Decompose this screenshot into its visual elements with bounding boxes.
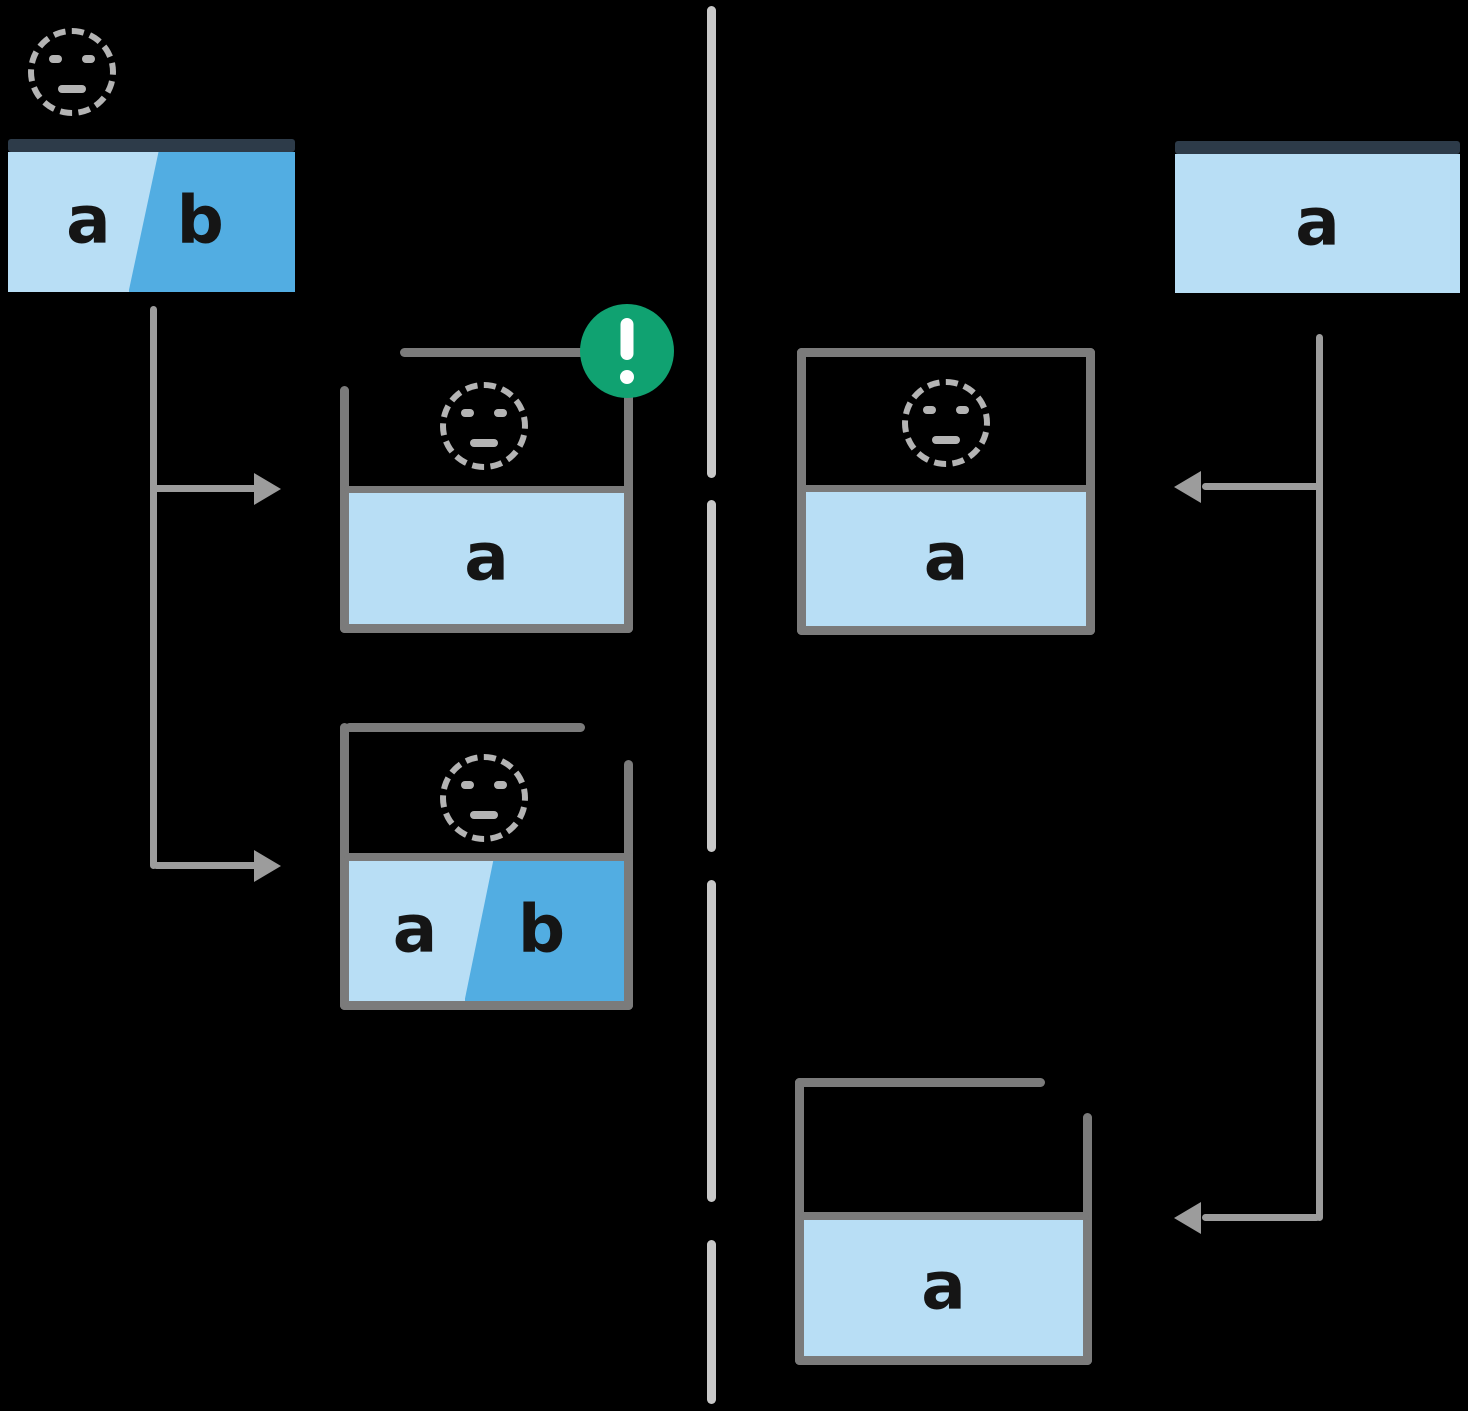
exclamation-icon: [620, 370, 634, 384]
segment-label-a: a: [392, 890, 438, 968]
box-edge-left: [795, 1078, 804, 1365]
center-divider-line: [707, 880, 716, 1202]
icon-mouth: [470, 439, 498, 448]
arrow-to-left-child-2: [153, 862, 258, 869]
box-edge-bottom: [340, 1001, 633, 1010]
arrowhead-right-icon: [254, 473, 281, 505]
alert-badge: [580, 304, 674, 398]
box-edge-top: [795, 1078, 1045, 1087]
icon-eye: [461, 408, 475, 417]
segment-label-b: b: [176, 181, 224, 259]
icon-mouth: [470, 811, 498, 820]
memory-label-a: a: [464, 518, 509, 596]
memory-label-a: a: [923, 518, 969, 596]
bar-fill: a b: [8, 152, 295, 292]
memory-segment-b: [128, 152, 295, 292]
icon-eye: [49, 54, 63, 63]
icon-mouth: [932, 436, 960, 445]
box-edge-right: [1083, 1113, 1092, 1365]
icon-eye: [493, 408, 507, 417]
arrow-to-left-child-1: [153, 485, 258, 492]
memory-surface-line: [799, 1212, 1089, 1220]
memory-fill: a b: [349, 861, 624, 1001]
icon-eye: [955, 405, 969, 414]
icon-eye: [493, 780, 507, 789]
bar-fill: a: [1175, 154, 1460, 293]
bar-top-border: [1175, 141, 1460, 154]
memory-surface-line: [344, 486, 629, 493]
exclamation-icon: [620, 318, 634, 360]
segment-label-a: a: [1295, 183, 1340, 261]
parent-memory-bar-right: a: [1175, 141, 1460, 293]
center-divider-line: [707, 1240, 716, 1404]
box-edge-right: [1086, 348, 1095, 635]
bar-top-border: [8, 139, 295, 152]
box-edge-right: [624, 760, 633, 1010]
memory-fill: a: [804, 1220, 1083, 1356]
segment-label-b: b: [517, 890, 566, 968]
arrowhead-left-icon: [1174, 471, 1201, 503]
icon-eye: [923, 405, 937, 414]
memory-label-a: a: [921, 1247, 966, 1325]
box-edge-top: [345, 723, 585, 732]
box-edge-right: [624, 352, 633, 633]
center-divider-line: [707, 500, 716, 852]
segment-label-a: a: [66, 181, 111, 259]
child-memory-box-right-2: a: [795, 1078, 1092, 1365]
child-memory-box-right-1: a: [797, 348, 1095, 635]
box-edge-top: [797, 348, 1095, 357]
box-edge-top: [400, 348, 590, 357]
connector-line-right: [1316, 334, 1323, 1221]
arrowhead-right-icon: [254, 850, 281, 882]
icon-mouth: [58, 85, 86, 94]
dashed-process-icon: [902, 379, 990, 467]
arrow-to-right-child-2: [1202, 1214, 1320, 1221]
child-memory-box-left-2: a b: [340, 723, 633, 1010]
memory-segment-b: [464, 861, 624, 1001]
dashed-process-icon: [28, 28, 116, 116]
dashed-process-icon: [440, 382, 528, 470]
center-divider-line: [707, 6, 716, 478]
memory-fill: a: [806, 492, 1086, 626]
box-edge-left: [797, 348, 806, 635]
box-edge-bottom: [797, 626, 1095, 635]
parent-memory-bar-left: a b: [8, 139, 295, 292]
memory-fill: a: [349, 493, 624, 624]
child-memory-box-left-1: a: [340, 304, 674, 633]
box-edge-bottom: [795, 1356, 1092, 1365]
icon-eye: [81, 54, 95, 63]
box-edge-left: [340, 386, 349, 633]
box-edge-bottom: [340, 624, 633, 633]
arrow-to-right-child-1: [1202, 483, 1320, 490]
dashed-process-icon: [440, 754, 528, 842]
icon-eye: [461, 780, 475, 789]
box-edge-left: [340, 723, 349, 1010]
memory-surface-line: [344, 853, 633, 861]
arrowhead-left-icon: [1174, 1202, 1201, 1234]
memory-surface-line: [801, 485, 1091, 492]
connector-line-left: [150, 306, 157, 869]
